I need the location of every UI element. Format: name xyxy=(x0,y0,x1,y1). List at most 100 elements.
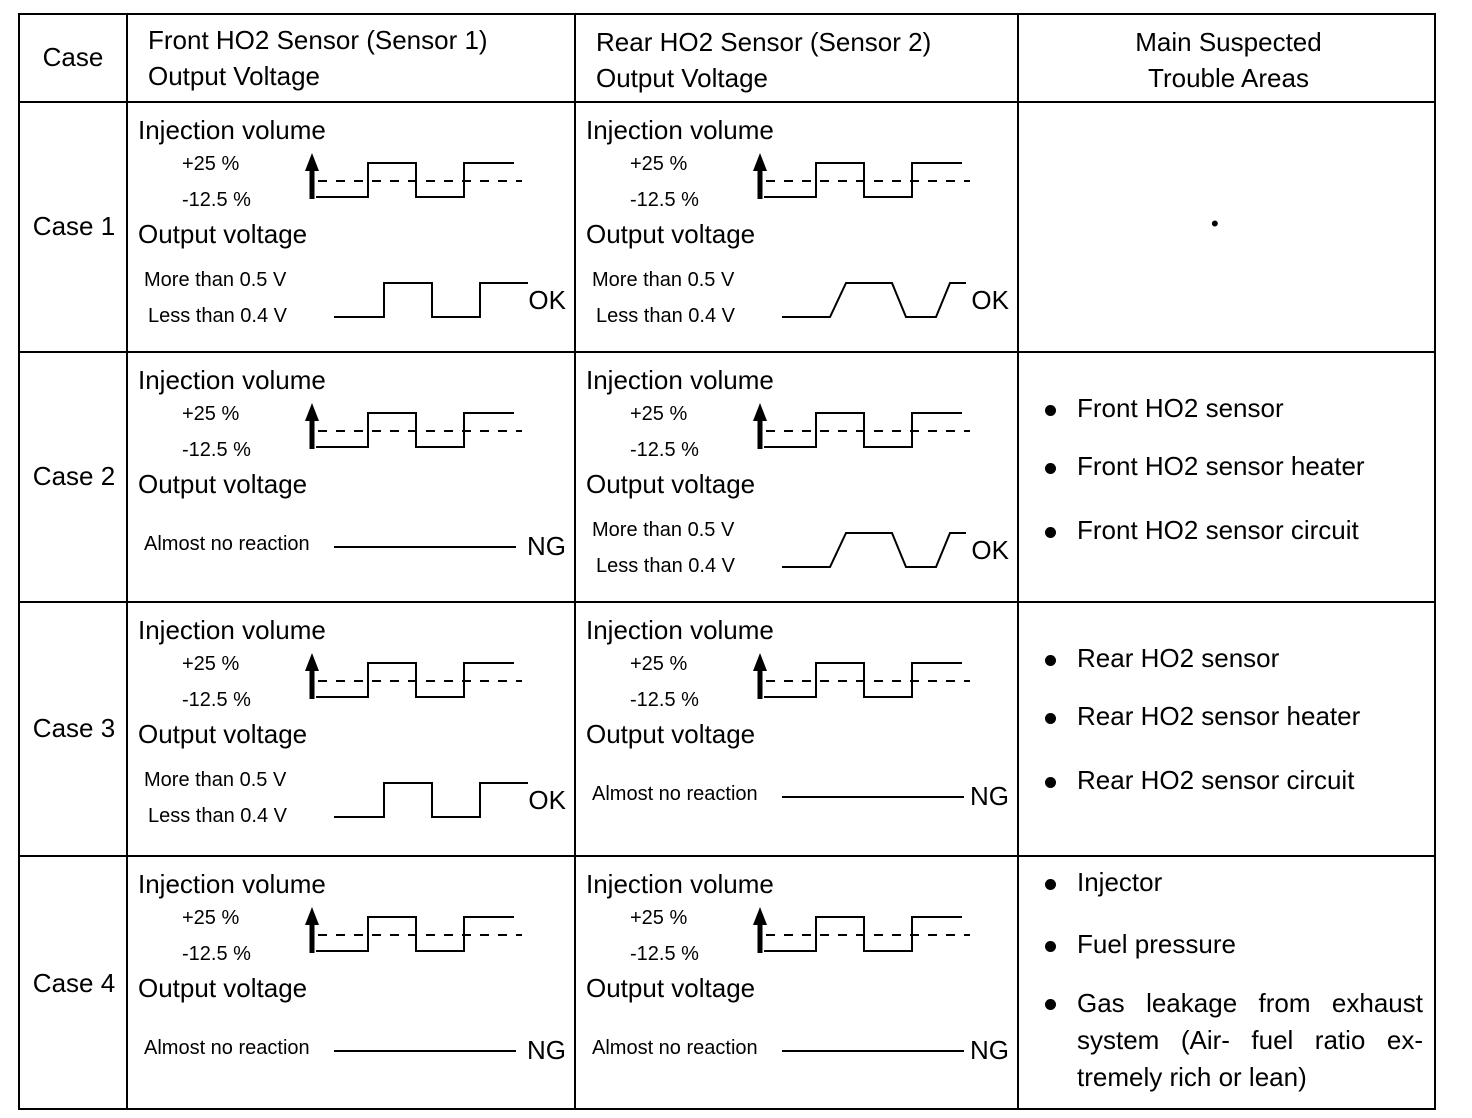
header-trouble-line1: Main Suspected xyxy=(1135,27,1322,57)
rear-status: NG xyxy=(970,781,1009,811)
output-square-wave xyxy=(334,282,528,318)
row-divider-2 xyxy=(20,601,1434,603)
trouble-bullet-icon xyxy=(1045,777,1056,788)
rear-status: NG xyxy=(970,1035,1009,1065)
front-plus-25-label: +25 % xyxy=(182,907,240,929)
injection-arrow-head xyxy=(753,907,767,925)
rear-output-voltage-label: Output voltage xyxy=(586,219,756,249)
injection-square-wave xyxy=(316,662,514,698)
rear-injection-waveform xyxy=(753,403,970,449)
rear-voltage-waveform xyxy=(782,532,966,568)
output-sloped-wave xyxy=(782,532,966,568)
rear-plus-25-label: +25 % xyxy=(630,653,688,675)
row-divider-1 xyxy=(20,351,1434,353)
header-rear-line2: Output Voltage xyxy=(596,63,769,93)
header-front-line2: Output Voltage xyxy=(148,61,321,91)
front-voltage-waveform xyxy=(334,282,528,318)
rear-plus-25-label: +25 % xyxy=(630,907,688,929)
trouble-item-2: Fuel pressure xyxy=(1077,929,1236,959)
rear-more-than-label: More than 0.5 V xyxy=(592,269,735,291)
trouble-bullet-icon xyxy=(1045,879,1056,890)
front-output-voltage-label: Output voltage xyxy=(138,469,308,499)
front-status: OK xyxy=(528,785,566,815)
front-injection-volume-label: Injection volume xyxy=(138,869,326,899)
trouble-item-1: Front HO2 sensor xyxy=(1077,393,1284,423)
rear-almost-no-reaction-label: Almost no reaction xyxy=(592,783,758,805)
row-divider-3 xyxy=(20,855,1434,857)
trouble-item-2: Rear HO2 sensor heater xyxy=(1077,701,1361,731)
case-4-rear-sensor-cell: Injection volume+25 %-12.5 %Output volta… xyxy=(576,857,1017,1110)
rear-status: OK xyxy=(971,285,1009,315)
rear-more-than-label: More than 0.5 V xyxy=(592,519,735,541)
col-divider-1 xyxy=(126,15,128,1108)
rear-less-than-label: Less than 0.4 V xyxy=(596,305,735,327)
injection-arrow-head xyxy=(753,653,767,671)
trouble-item-2: Front HO2 sensor heater xyxy=(1077,451,1365,481)
injection-arrow-head xyxy=(753,153,767,171)
front-less-than-label: Less than 0.4 V xyxy=(148,805,287,827)
rear-flat-response xyxy=(782,796,964,798)
rear-minus-12-5-label: -12.5 % xyxy=(630,189,699,211)
front-status: NG xyxy=(527,531,566,561)
front-minus-12-5-label: -12.5 % xyxy=(182,943,251,965)
injection-square-wave xyxy=(316,412,514,448)
header-trouble-areas: Main Suspected Trouble Areas xyxy=(1019,24,1438,96)
rear-injection-volume-label: Injection volume xyxy=(586,615,774,645)
header-front-sensor: Front HO2 Sensor (Sensor 1) Output Volta… xyxy=(148,22,488,94)
front-injection-volume-label: Injection volume xyxy=(138,115,326,145)
case-4-front-sensor-cell: Injection volume+25 %-12.5 %Output volta… xyxy=(128,857,574,1110)
rear-status: OK xyxy=(971,535,1009,565)
row-divider-header xyxy=(20,101,1434,103)
trouble-placeholder-dot: • xyxy=(1211,211,1219,236)
case-1-rear-sensor-cell: Injection volume +25 % -12.5 % Output volta… xyxy=(576,103,1017,351)
col-divider-2 xyxy=(574,15,576,1108)
rear-plus-25-label: +25 % xyxy=(630,153,688,175)
rear-flat-response xyxy=(782,1050,964,1052)
output-sloped-wave xyxy=(782,282,966,318)
injection-square-wave xyxy=(764,412,962,448)
front-minus-12-5-label: -12.5 % xyxy=(182,689,251,711)
injection-square-wave xyxy=(764,662,962,698)
trouble-item-3: Gas leakage from exhaust system (Air- fu… xyxy=(1077,988,1423,1092)
front-injection-waveform xyxy=(305,153,522,199)
rear-injection-volume-label: Injection volume xyxy=(586,115,774,145)
rear-output-voltage-label: Output voltage xyxy=(586,469,756,499)
injection-arrow-head xyxy=(305,403,319,421)
diagnostic-table: Case Front HO2 Sensor (Sensor 1) Output … xyxy=(18,13,1436,1110)
case-1-label: Case 1 xyxy=(32,211,116,241)
front-flat-response xyxy=(334,546,516,548)
front-flat-response xyxy=(334,1050,516,1052)
case-4-label: Case 4 xyxy=(32,967,116,998)
rear-output-voltage-label: Output voltage xyxy=(586,719,756,749)
trouble-bullet-icon xyxy=(1045,713,1056,724)
front-less-than-label: Less than 0.4 V xyxy=(148,305,287,327)
front-plus-25-label: +25 % xyxy=(182,153,240,175)
front-status: NG xyxy=(527,1035,566,1065)
injection-arrow-head xyxy=(305,153,319,171)
front-almost-no-reaction-label: Almost no reaction xyxy=(144,533,310,555)
case-1-front-sensor-cell: Injection volume +25 % -12.5 % Output volta… xyxy=(128,103,574,351)
injection-square-wave xyxy=(316,162,514,198)
trouble-item-1: Rear HO2 sensor xyxy=(1077,643,1280,673)
case-1-trouble-areas-cell: • xyxy=(1019,103,1438,351)
trouble-bullet-icon xyxy=(1045,405,1056,416)
trouble-bullet-icon xyxy=(1045,463,1056,474)
front-minus-12-5-label: -12.5 % xyxy=(182,189,251,211)
rear-less-than-label: Less than 0.4 V xyxy=(596,555,735,577)
rear-minus-12-5-label: -12.5 % xyxy=(630,439,699,461)
trouble-bullet-icon xyxy=(1045,655,1056,666)
front-output-voltage-label: Output voltage xyxy=(138,219,308,249)
front-more-than-label: More than 0.5 V xyxy=(144,269,287,291)
front-output-voltage-label: Output voltage xyxy=(138,719,308,749)
front-injection-volume-label: Injection volume xyxy=(138,365,326,395)
injection-arrow-head xyxy=(305,907,319,925)
col-divider-3 xyxy=(1017,15,1019,1108)
rear-injection-volume-label: Injection volume xyxy=(586,869,774,899)
injection-arrow-head xyxy=(305,653,319,671)
rear-injection-waveform xyxy=(753,907,970,953)
rear-almost-no-reaction-label: Almost no reaction xyxy=(592,1037,758,1059)
front-minus-12-5-label: -12.5 % xyxy=(182,439,251,461)
case-2-label: Case 2 xyxy=(32,461,116,491)
